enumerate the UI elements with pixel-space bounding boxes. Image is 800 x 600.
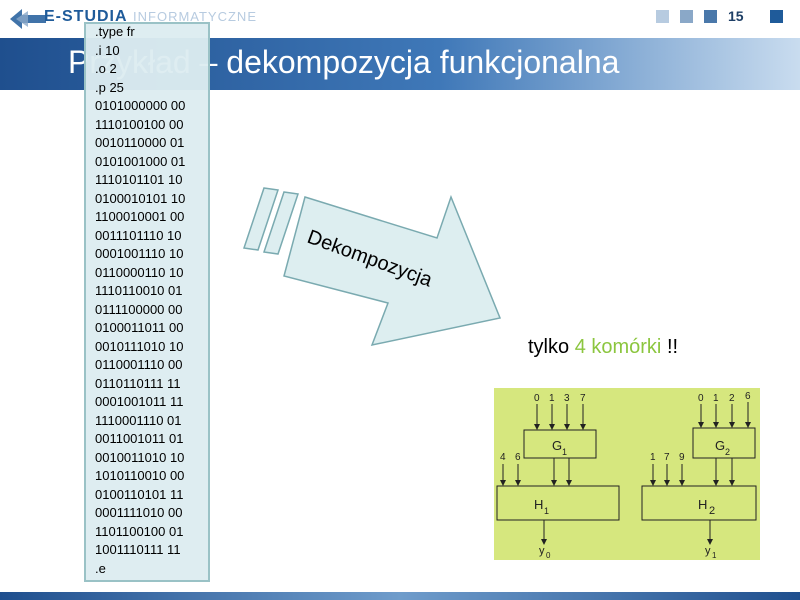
pla-code-box [84, 22, 210, 582]
result-suffix: !! [661, 336, 679, 358]
code-line: 1110110010 01 [95, 283, 183, 298]
arrow-stripe-1 [243, 187, 279, 251]
code-line: 0010110000 01 [95, 135, 185, 150]
result-highlight: 4 komórki [574, 336, 662, 358]
code-line: 0010011010 10 [95, 449, 185, 465]
h1-sub: 1 [544, 506, 549, 516]
arrow-stripe-2 [263, 191, 299, 255]
code-line: 0110000110 10 [95, 264, 184, 280]
g1-input-label: 3 [564, 393, 570, 404]
result-text: tylko 4 komórki !! [528, 336, 678, 359]
block-h2: H 2 [641, 485, 757, 521]
arrow-body [283, 194, 502, 347]
g1-input-label: 0 [534, 393, 540, 404]
block-g2: G 2 [692, 427, 756, 459]
page-number: 15 [728, 8, 744, 24]
h1-input-label: 4 [500, 452, 506, 463]
code-line: 1110100100 00 [95, 116, 184, 132]
code-line: .type fr [95, 24, 135, 39]
result-prefix: tylko [528, 336, 575, 358]
code-line: 0110001110 00 [95, 357, 183, 372]
code-line: .e [95, 560, 106, 576]
g1-sub: 1 [562, 447, 567, 457]
g2-label: G [715, 438, 725, 453]
h1-inputs: 4 6 [500, 452, 572, 486]
y0-label: y [539, 545, 545, 557]
code-line: 0100011011 00 [95, 320, 184, 335]
h2-input-label: 7 [664, 452, 670, 463]
h2-label: H [698, 497, 707, 512]
code-line: 0010111010 10 [95, 338, 184, 354]
header-square-1 [656, 10, 669, 23]
y1-label: y [705, 545, 711, 557]
code-line: 0101000000 00 [95, 98, 186, 113]
footer-bar [0, 592, 800, 600]
block-g1: G 1 [523, 429, 597, 459]
decomposition-diagram: G 1 0 1 3 7 H 1 4 6 y 0 G 2 0 1 2 [494, 388, 760, 560]
code-line: .i 10 [95, 42, 120, 58]
code-line: 0111100000 00 [95, 301, 183, 317]
g2-input-label: 1 [713, 393, 719, 404]
code-line: 0001001110 10 [95, 246, 184, 261]
code-line: 0001001011 11 [95, 394, 184, 409]
g2-input-label: 2 [729, 393, 735, 404]
g2-sub: 2 [725, 447, 730, 457]
header-square-2 [680, 10, 693, 23]
y0-sub: 0 [546, 551, 551, 560]
g2-input-label: 6 [745, 391, 751, 402]
block-h1: H 1 [496, 485, 620, 521]
code-line: 1001110111 11 [95, 542, 181, 557]
code-line: 0101001000 01 [95, 153, 186, 169]
g1-input-label: 1 [549, 393, 555, 404]
code-line: .p 25 [95, 79, 124, 95]
y1-sub: 1 [712, 551, 717, 560]
header-square-3 [704, 10, 717, 23]
code-line: 0011101110 10 [95, 227, 182, 243]
code-line: 0100010101 10 [95, 190, 186, 206]
code-line: 0110110111 11 [95, 375, 181, 391]
h1-label: H [534, 497, 543, 512]
h2-input-label: 1 [650, 452, 656, 463]
header-square-4 [770, 10, 783, 23]
code-line: 1110101101 10 [95, 172, 183, 187]
g2-input-label: 0 [698, 393, 704, 404]
g1-label: G [552, 438, 562, 453]
logo-text-main: E-STUDIA [44, 8, 128, 25]
y0-output: y 0 [539, 520, 551, 560]
h2-input-label: 9 [679, 452, 685, 463]
logo [8, 6, 228, 32]
logo-text: E-STUDIA INFORMATYCZNE [44, 8, 257, 26]
code-line: 1010110010 00 [95, 468, 185, 483]
code-line: 0011001011 01 [95, 431, 184, 446]
code-line: 0001111010 00 [95, 505, 183, 520]
code-line: .o 2 [95, 61, 117, 76]
h2-inputs: 1 7 9 [650, 452, 735, 486]
code-line: 1100010001 00 [95, 209, 185, 224]
g2-inputs: 0 1 2 6 [698, 391, 751, 428]
g1-inputs: 0 1 3 7 [534, 393, 586, 430]
code-line: 1101100100 01 [95, 523, 184, 539]
h2-sub: 2 [709, 505, 715, 517]
h1-input-label: 6 [515, 452, 521, 463]
logo-text-sub: INFORMATYCZNE [133, 9, 257, 24]
logo-icon [10, 9, 46, 29]
code-line: 0100110101 11 [95, 486, 184, 502]
diagram-background [494, 388, 760, 560]
y1-output: y 1 [705, 520, 717, 560]
code-line: 1110001110 01 [95, 412, 182, 428]
g1-input-label: 7 [580, 393, 586, 404]
